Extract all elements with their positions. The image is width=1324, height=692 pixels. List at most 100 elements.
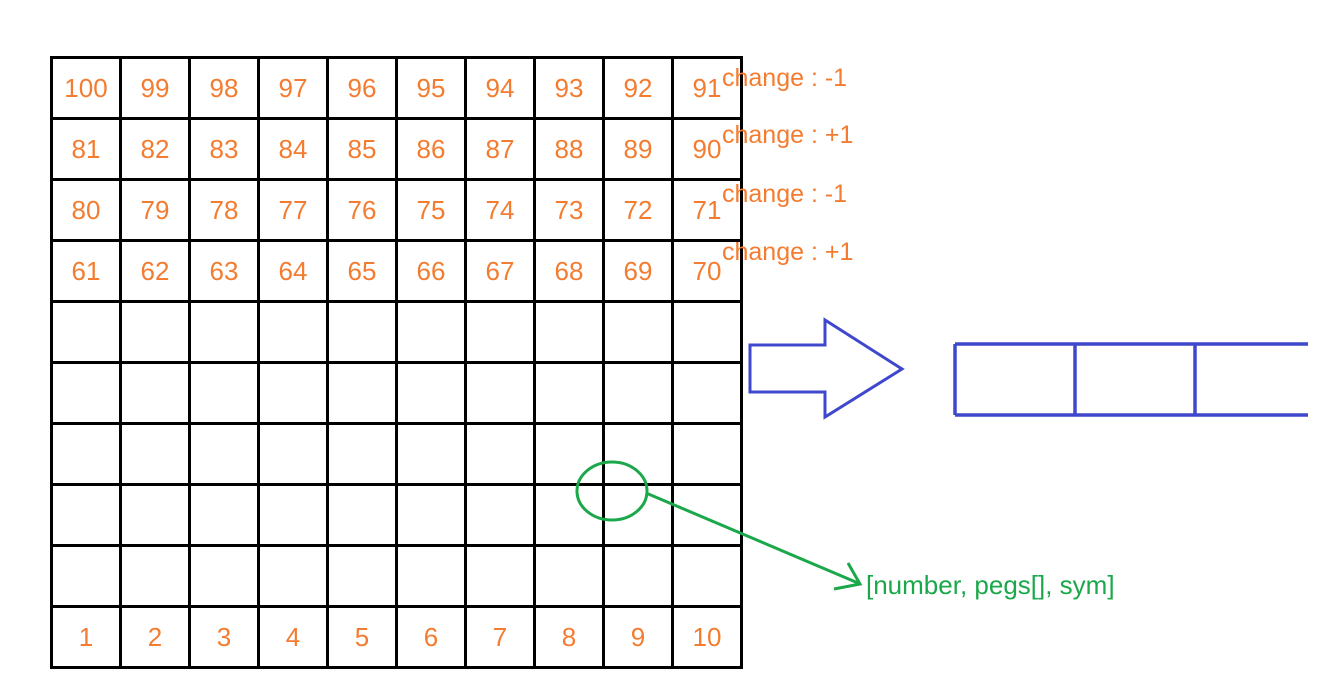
board-cell: 83 bbox=[188, 117, 260, 181]
board-cell: 6 bbox=[395, 605, 467, 669]
board-cell: 81 bbox=[50, 117, 122, 181]
row-change-label: change : +1 bbox=[722, 238, 854, 266]
row-change-label: change : -1 bbox=[722, 180, 848, 208]
board-cell: 10 bbox=[671, 605, 743, 669]
board-cell: 7 bbox=[464, 605, 536, 669]
board-cell: 100 bbox=[50, 56, 122, 120]
board-cell: 77 bbox=[257, 178, 329, 242]
board-cell bbox=[257, 422, 329, 486]
board-cell: 98 bbox=[188, 56, 260, 120]
board-cell bbox=[533, 544, 605, 608]
board-row bbox=[50, 300, 743, 364]
board-cell bbox=[464, 422, 536, 486]
board-cell bbox=[50, 300, 122, 364]
pointer-arrowhead bbox=[833, 562, 863, 591]
board-cell: 85 bbox=[326, 117, 398, 181]
board-cell bbox=[602, 300, 674, 364]
board-cell: 80 bbox=[50, 178, 122, 242]
board-cell: 65 bbox=[326, 239, 398, 303]
board-cell: 88 bbox=[533, 117, 605, 181]
board-cell: 1 bbox=[50, 605, 122, 669]
board-cell bbox=[188, 361, 260, 425]
board-cell bbox=[326, 483, 398, 547]
board-cell bbox=[533, 300, 605, 364]
board-cell bbox=[464, 544, 536, 608]
board-cell: 61 bbox=[50, 239, 122, 303]
board-cell: 79 bbox=[119, 178, 191, 242]
board-cell: 8 bbox=[533, 605, 605, 669]
board-cell: 5 bbox=[326, 605, 398, 669]
board-cell: 93 bbox=[533, 56, 605, 120]
board-cell: 67 bbox=[464, 239, 536, 303]
board-cell bbox=[395, 544, 467, 608]
board-cell: 82 bbox=[119, 117, 191, 181]
board-cell bbox=[326, 361, 398, 425]
board-cell bbox=[464, 300, 536, 364]
board-row bbox=[50, 361, 743, 425]
board-cell bbox=[188, 422, 260, 486]
board-cell: 84 bbox=[257, 117, 329, 181]
board-cell bbox=[326, 544, 398, 608]
board-cell: 92 bbox=[602, 56, 674, 120]
row-change-label: change : +1 bbox=[722, 121, 854, 149]
board-cell: 4 bbox=[257, 605, 329, 669]
board-cell bbox=[395, 483, 467, 547]
board-cell: 69 bbox=[602, 239, 674, 303]
board-cell bbox=[671, 300, 743, 364]
board-row bbox=[50, 483, 743, 547]
board-cell: 96 bbox=[326, 56, 398, 120]
board-cell bbox=[602, 544, 674, 608]
board-cell bbox=[326, 300, 398, 364]
board-cell bbox=[50, 483, 122, 547]
board-cell bbox=[257, 361, 329, 425]
board-cell: 74 bbox=[464, 178, 536, 242]
board-cell: 97 bbox=[257, 56, 329, 120]
board-cell bbox=[671, 361, 743, 425]
board-cell bbox=[257, 544, 329, 608]
board-row bbox=[50, 544, 743, 608]
board-cell bbox=[257, 300, 329, 364]
board-cell: 87 bbox=[464, 117, 536, 181]
transform-arrow bbox=[748, 317, 905, 420]
board-cell: 78 bbox=[188, 178, 260, 242]
board-cell: 73 bbox=[533, 178, 605, 242]
board-cell: 90 bbox=[671, 117, 743, 181]
board-cell bbox=[533, 422, 605, 486]
board-cell: 72 bbox=[602, 178, 674, 242]
board-cell bbox=[464, 483, 536, 547]
board-cell: 89 bbox=[602, 117, 674, 181]
board-cell bbox=[119, 544, 191, 608]
board-cell: 68 bbox=[533, 239, 605, 303]
array-representation bbox=[953, 342, 1308, 417]
board-cell: 70 bbox=[671, 239, 743, 303]
board-cell bbox=[602, 361, 674, 425]
board-cell bbox=[188, 483, 260, 547]
board-cell bbox=[188, 544, 260, 608]
board-cell: 95 bbox=[395, 56, 467, 120]
board-cell bbox=[395, 422, 467, 486]
cell-structure-label: [number, pegs[], sym] bbox=[866, 570, 1115, 600]
board-cell bbox=[464, 361, 536, 425]
pointer-line bbox=[645, 491, 859, 585]
board-cell bbox=[602, 422, 674, 486]
board-cell bbox=[50, 544, 122, 608]
board-cell: 94 bbox=[464, 56, 536, 120]
board-cell bbox=[119, 422, 191, 486]
board-cell: 76 bbox=[326, 178, 398, 242]
board-cell bbox=[671, 483, 743, 547]
board-cell: 2 bbox=[119, 605, 191, 669]
board-cell: 91 bbox=[671, 56, 743, 120]
board-cell bbox=[602, 483, 674, 547]
board-cell bbox=[671, 422, 743, 486]
board-cell: 62 bbox=[119, 239, 191, 303]
board-cell: 64 bbox=[257, 239, 329, 303]
board-cell bbox=[188, 300, 260, 364]
board-cell bbox=[50, 361, 122, 425]
